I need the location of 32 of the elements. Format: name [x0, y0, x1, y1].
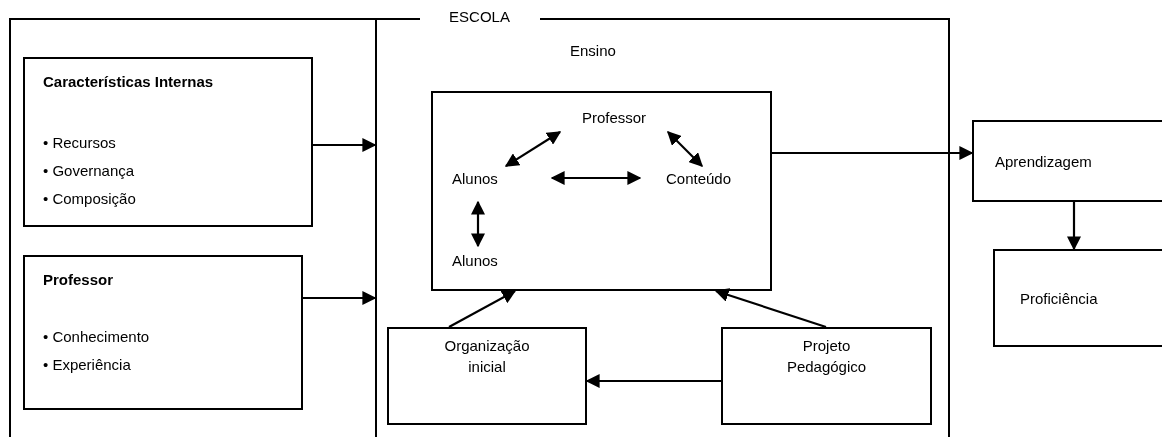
region-title: Ensino [570, 42, 616, 59]
process-box [721, 327, 932, 425]
node-label: Conteúdo [640, 166, 766, 192]
process-box [387, 327, 587, 425]
arrow [448, 290, 517, 328]
bullet-item: • Conhecimento [43, 327, 150, 347]
process-box [23, 255, 303, 410]
arrow [471, 200, 485, 248]
node-label: Proficiência [1020, 288, 1098, 309]
arrow [303, 291, 377, 305]
node-label: Alunos [448, 166, 552, 202]
bullet-item: • Composição [43, 189, 136, 209]
process-box [23, 57, 313, 227]
interaction-box [431, 91, 772, 291]
node-label: Alunos [448, 246, 538, 276]
arrow [313, 138, 377, 152]
node-label: Professor [560, 104, 668, 132]
box-heading: Características Internas [43, 73, 214, 90]
bullet-item: • Recursos [43, 133, 117, 153]
node-label: Aprendizagem [995, 151, 1092, 172]
arrow [714, 288, 827, 329]
arrow [585, 374, 721, 388]
bullet-item: • Governança [43, 161, 136, 181]
bullet-item: • Experiência [43, 355, 132, 375]
arrow [550, 171, 642, 185]
arrow [667, 131, 703, 167]
arrow [772, 146, 974, 160]
arrow [1067, 202, 1081, 251]
arrow [504, 131, 562, 167]
box-heading: Professor [43, 271, 114, 288]
node-label: Projeto Pedagógico [785, 336, 868, 377]
node-label: Organização inicial [443, 336, 531, 377]
